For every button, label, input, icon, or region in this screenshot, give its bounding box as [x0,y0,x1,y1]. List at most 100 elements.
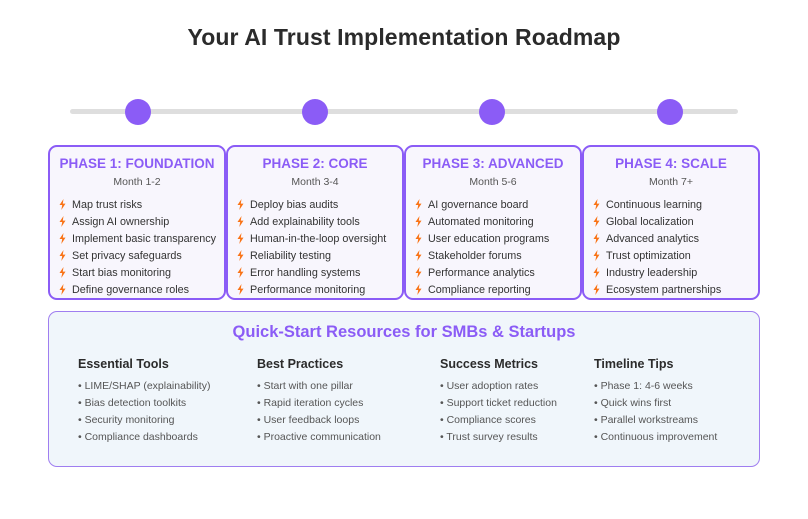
lightning-bolt-icon [59,250,66,261]
phase-month: Month 1-2 [113,176,161,188]
resource-item: • Quick wins first [594,397,672,409]
phase-task-list: Map trust risks Assign AI ownership Impl… [50,196,224,298]
resource-column-timeline-tips: Timeline Tips • Phase 1: 4-6 weeks • Qui… [594,356,717,446]
phase-month: Month 3-4 [291,176,339,188]
timeline-dot-phase-1 [125,99,151,125]
lightning-bolt-icon [237,233,244,244]
resource-item: • Bias detection toolkits [78,397,187,409]
phase-task: Industry leadership [593,264,758,281]
phase-task-list: AI governance board Automated monitoring… [406,196,580,298]
lightning-bolt-icon [593,284,600,295]
phase-task: Global localization [593,213,758,230]
resource-item: • Phase 1: 4-6 weeks [594,380,693,392]
lightning-bolt-icon [415,233,422,244]
resource-item: • Continuous improvement [594,431,718,443]
phase-task: Trust optimization [593,247,758,264]
phase-task: Reliability testing [237,247,402,264]
lightning-bolt-icon [237,199,244,210]
phase-task: Start bias monitoring [59,264,224,281]
resource-item: • Security monitoring [78,414,175,426]
resource-item: • Compliance dashboards [78,431,198,443]
lightning-bolt-icon [59,233,66,244]
timeline-line [70,109,738,114]
lightning-bolt-icon [59,284,66,295]
resource-list: • LIME/SHAP (explainability) • Bias dete… [78,378,210,446]
phase-task: Ecosystem partnerships [593,281,758,298]
lightning-bolt-icon [59,267,66,278]
lightning-bolt-icon [593,267,600,278]
phase-task: Set privacy safeguards [59,247,224,264]
phase-card-2: PHASE 2: CORE Month 3-4 Deploy bias audi… [226,145,404,300]
phase-card-4: PHASE 4: SCALE Month 7+ Continuous learn… [582,145,760,300]
resource-item: • User adoption rates [440,380,539,392]
phase-task: Map trust risks [59,196,224,213]
lightning-bolt-icon [237,250,244,261]
resource-item: • Compliance scores [440,414,536,426]
phase-title: PHASE 1: FOUNDATION [59,156,215,171]
phase-task: Add explainability tools [237,213,402,230]
timeline-dot-phase-4 [657,99,683,125]
resource-item: • Start with one pillar [257,380,353,392]
lightning-bolt-icon [415,267,422,278]
resource-column-essential-tools: Essential Tools • LIME/SHAP (explainabil… [78,356,210,446]
timeline-dot-phase-2 [302,99,328,125]
phase-task: User education programs [415,230,580,247]
lightning-bolt-icon [593,250,600,261]
phase-task: Implement basic transparency [59,230,224,247]
resource-list: • User adoption rates • Support ticket r… [440,378,557,446]
lightning-bolt-icon [59,216,66,227]
lightning-bolt-icon [593,199,600,210]
resources-panel: Quick-Start Resources for SMBs & Startup… [48,311,760,467]
lightning-bolt-icon [415,216,422,227]
phase-task: Error handling systems [237,264,402,281]
phase-title: PHASE 4: SCALE [615,156,727,171]
phase-task-list: Continuous learning Global localization … [584,196,758,298]
lightning-bolt-icon [415,199,422,210]
phase-card-3: PHASE 3: ADVANCED Month 5-6 AI governanc… [404,145,582,300]
resource-list: • Start with one pillar • Rapid iteratio… [257,378,381,446]
phase-task: Performance monitoring [237,281,402,298]
phase-task: Continuous learning [593,196,758,213]
lightning-bolt-icon [593,216,600,227]
phase-card-1: PHASE 1: FOUNDATION Month 1-2 Map trust … [48,145,226,300]
phase-task: Deploy bias audits [237,196,402,213]
lightning-bolt-icon [237,284,244,295]
phase-task: AI governance board [415,196,580,213]
lightning-bolt-icon [237,216,244,227]
resource-item: • Parallel workstreams [594,414,699,426]
lightning-bolt-icon [593,233,600,244]
timeline-dot-phase-3 [479,99,505,125]
resource-column-title: Success Metrics [440,357,538,371]
phase-task: Human-in-the-loop oversight [237,230,402,247]
resource-item: • User feedback loops [257,414,360,426]
lightning-bolt-icon [59,199,66,210]
page-title: Your AI Trust Implementation Roadmap [187,24,621,50]
resources-title: Quick-Start Resources for SMBs & Startup… [232,323,576,341]
phase-month: Month 5-6 [469,176,517,188]
lightning-bolt-icon [237,267,244,278]
lightning-bolt-icon [415,250,422,261]
resource-item: • Rapid iteration cycles [257,397,364,409]
lightning-bolt-icon [415,284,422,295]
resource-column-title: Best Practices [257,357,344,371]
phase-task: Define governance roles [59,281,224,298]
phase-task: Performance analytics [415,264,580,281]
resource-item: • Trust survey results [440,431,538,443]
resource-column-success-metrics: Success Metrics • User adoption rates • … [440,356,557,446]
phase-task: Compliance reporting [415,281,580,298]
resource-column-best-practices: Best Practices • Start with one pillar •… [257,356,381,446]
resource-item: • Proactive communication [257,431,381,443]
phase-title: PHASE 3: ADVANCED [422,156,564,171]
phase-title: PHASE 2: CORE [262,156,368,171]
phase-task: Automated monitoring [415,213,580,230]
phase-task: Advanced analytics [593,230,758,247]
phase-task: Assign AI ownership [59,213,224,230]
phase-month: Month 7+ [648,176,694,188]
resource-column-title: Essential Tools [78,357,169,371]
phase-task-list: Deploy bias audits Add explainability to… [228,196,402,298]
resource-column-title: Timeline Tips [594,357,674,371]
resource-list: • Phase 1: 4-6 weeks • Quick wins first … [594,378,717,446]
phase-task: Stakeholder forums [415,247,580,264]
resource-item: • Support ticket reduction [440,397,557,409]
resource-item: • LIME/SHAP (explainability) [78,380,211,392]
